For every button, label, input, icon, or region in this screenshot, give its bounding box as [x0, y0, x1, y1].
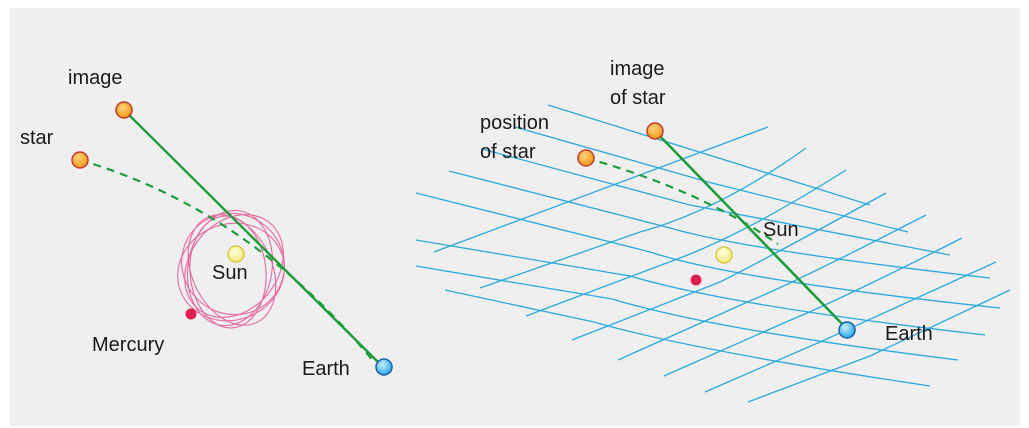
earth-marker — [375, 358, 393, 376]
star-label: star — [20, 127, 54, 149]
mercury-label: Mercury — [92, 334, 164, 356]
true-path-dashed-right — [585, 156, 779, 245]
position-of-star-label-line1: position — [480, 112, 549, 134]
sun-label-right: Sun — [763, 219, 799, 241]
left-diagram: image star Sun Mercury Earth — [20, 67, 393, 380]
earth-marker-right — [838, 321, 856, 339]
mercury-orbit-rosette — [177, 209, 285, 329]
sun-marker-right — [715, 246, 733, 264]
sun-marker — [227, 245, 245, 263]
right-diagram: image of star position of star Sun Earth — [415, 58, 1011, 403]
true-path-dashed — [79, 158, 375, 363]
apparent-path-line-right — [654, 130, 848, 330]
image-of-star-label-line2: of star — [610, 87, 666, 109]
star-marker — [71, 151, 89, 169]
spacetime-grid — [415, 104, 1011, 403]
earth-label: Earth — [302, 358, 350, 380]
star-position-marker — [577, 149, 595, 167]
earth-label-right: Earth — [885, 323, 933, 345]
position-of-star-label-line2: of star — [480, 141, 536, 163]
figure-background — [10, 8, 1020, 426]
star-image-marker — [115, 101, 133, 119]
planet-marker-right — [690, 274, 702, 286]
sun-label: Sun — [212, 262, 248, 284]
image-label: image — [68, 67, 122, 89]
image-of-star-label-line1: image — [610, 58, 664, 80]
apparent-path-line — [123, 109, 381, 365]
mercury-marker — [185, 308, 197, 320]
star-image-marker-right — [646, 122, 664, 140]
